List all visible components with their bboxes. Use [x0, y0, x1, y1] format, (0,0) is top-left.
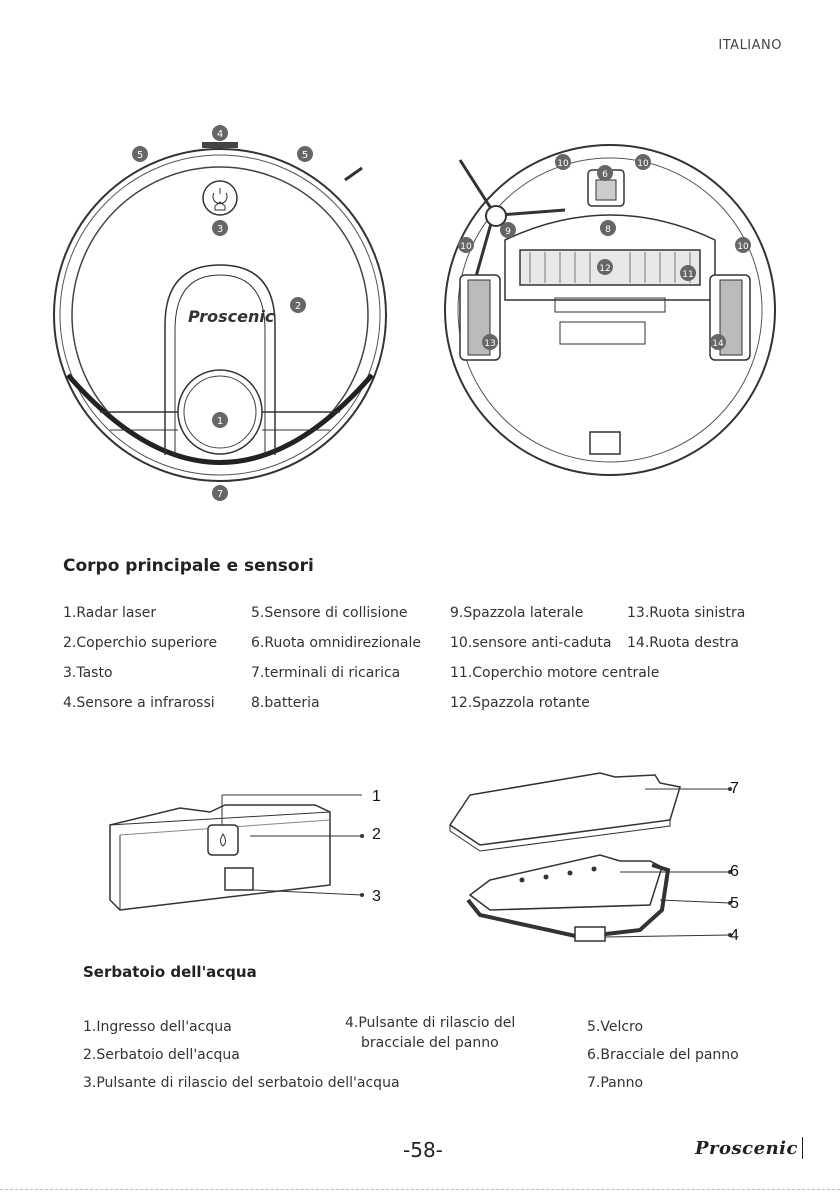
water-tank-diagram — [109, 794, 364, 911]
list-item: 12.Spazzola rotante — [450, 695, 590, 711]
marker-2: 2 — [295, 301, 301, 312]
list-item: 9.Spazzola laterale — [450, 605, 584, 621]
parts-list-col3: 9.Spazzola laterale 10.sensore anti-cadu… — [450, 598, 659, 718]
list-item: 3.Tasto — [63, 665, 113, 681]
marker-6: 6 — [602, 170, 608, 180]
page-number: -58- — [403, 1138, 443, 1162]
page-bottom-border — [0, 1189, 840, 1190]
list-item: 6.Ruota omnidirezionale — [251, 635, 421, 651]
marker-9: 9 — [505, 227, 511, 237]
list-item: 6.Bracciale del panno — [587, 1047, 739, 1063]
marker-7: 7 — [217, 489, 223, 500]
list-item: 3.Pulsante di rilascio del serbatoio del… — [83, 1075, 400, 1091]
list-item: 8.batteria — [251, 695, 320, 711]
section-title-water-tank: Serbatoio dell'acqua — [83, 963, 257, 981]
list-item: 11.Coperchio motore centrale — [450, 665, 660, 681]
marker-10a: 10 — [557, 159, 569, 169]
marker-13: 13 — [484, 339, 495, 349]
footer-divider — [802, 1137, 803, 1159]
marker-10b: 10 — [637, 159, 649, 169]
robot-brand-logo: Proscenic — [188, 307, 275, 326]
list-item: 14.Ruota destra — [627, 635, 739, 651]
marker-5a: 5 — [137, 150, 143, 161]
marker-3: 3 — [217, 224, 223, 235]
marker-1: 1 — [217, 416, 223, 427]
mop-callout-7: 7 — [730, 780, 739, 797]
mop-callout-6: 6 — [730, 863, 739, 880]
list-item: 5.Sensore di collisione — [251, 605, 408, 621]
list-item: 10.sensore anti-caduta — [450, 635, 612, 651]
tank-callout-1: 1 — [372, 788, 381, 805]
marker-10d: 10 — [737, 242, 749, 252]
marker-4: 4 — [217, 129, 223, 140]
robot-top-view-diagram: Proscenic 1 2 3 4 5 5 7 — [53, 125, 387, 501]
list-item: 13.Ruota sinistra — [627, 605, 746, 621]
marker-5b: 5 — [302, 150, 308, 161]
parts-list-col2: 5.Sensore di collisione 6.Ruota omnidire… — [251, 598, 421, 718]
list-item: 1.Radar laser — [63, 605, 157, 621]
robot-bottom-view-diagram: 6 8 9 10 10 10 10 11 12 13 14 — [444, 144, 776, 476]
marker-12: 12 — [599, 264, 610, 274]
marker-14: 14 — [712, 339, 724, 349]
tank-list-col2: 4.Pulsante di rilascio del bracciale del… — [345, 1013, 515, 1053]
tank-callout-3: 3 — [372, 888, 381, 905]
tank-list-col3: 5.Velcro 6.Bracciale del panno 7.Panno — [587, 1013, 739, 1097]
list-item: 7.terminali di ricarica — [251, 665, 401, 681]
list-item: 1.Ingresso dell'acqua — [83, 1019, 232, 1035]
list-item: 2.Coperchio superiore — [63, 635, 218, 651]
list-item: 7.Panno — [587, 1075, 644, 1091]
list-item: 4.Pulsante di rilascio del — [345, 1015, 516, 1031]
section-title-main-body: Corpo principale e sensori — [63, 556, 314, 576]
marker-11: 11 — [682, 270, 693, 280]
footer-brand-logo: Proscenic — [695, 1138, 798, 1159]
parts-list-col4: 13.Ruota sinistra 14.Ruota destra — [627, 598, 745, 658]
list-item: 4.Sensore a infrarossi — [63, 695, 215, 711]
marker-8: 8 — [605, 225, 611, 235]
mop-callout-5: 5 — [730, 895, 739, 912]
mop-diagram — [448, 772, 732, 942]
list-item: 2.Serbatoio dell'acqua — [83, 1047, 240, 1063]
list-item-continued: bracciale del panno — [361, 1035, 499, 1051]
tank-callout-2: 2 — [372, 826, 381, 843]
tank-list-col1: 1.Ingresso dell'acqua 2.Serbatoio dell'a… — [83, 1013, 400, 1097]
mop-callout-4: 4 — [730, 927, 739, 944]
parts-list-col1: 1.Radar laser 2.Coperchio superiore 3.Ta… — [63, 598, 217, 718]
list-item: 5.Velcro — [587, 1019, 644, 1035]
language-label: ITALIANO — [718, 38, 782, 53]
marker-10c: 10 — [460, 242, 472, 252]
